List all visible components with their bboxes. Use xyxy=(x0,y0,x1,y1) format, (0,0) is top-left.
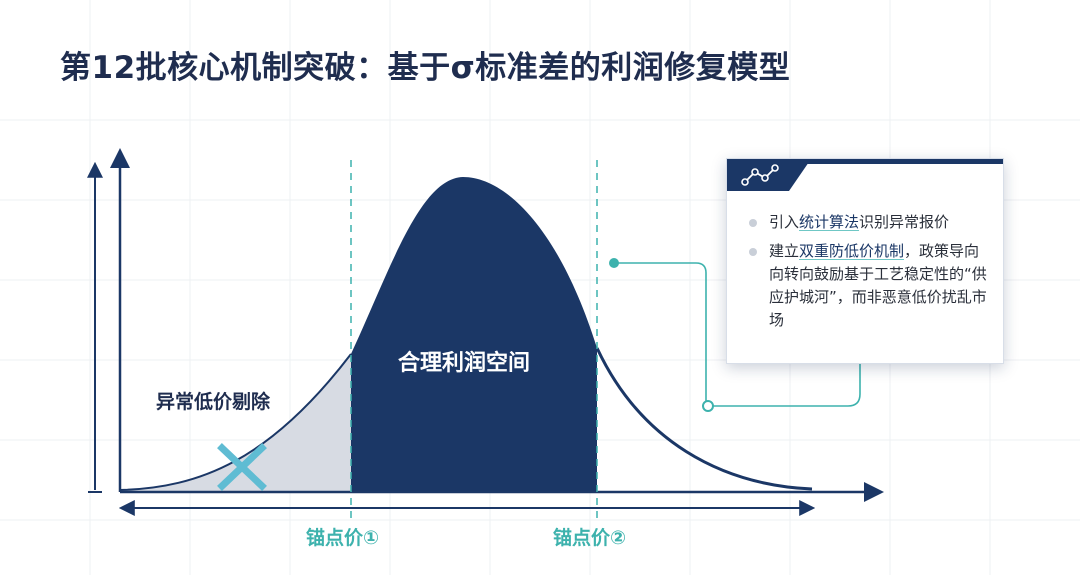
reject-x-mark xyxy=(217,443,267,491)
callout-body: 引入统计算法识别异常报价 建立双重防低价机制，政策导向向转向鼓励基于工艺稳定性的… xyxy=(749,211,991,338)
distribution-curve-right xyxy=(595,347,813,491)
rejected-tail-area xyxy=(120,354,351,492)
connector-dot-start xyxy=(609,258,619,268)
callout-connector xyxy=(614,262,861,407)
connector-dot-end xyxy=(702,400,714,412)
callout-box: 引入统计算法识别异常报价 建立双重防低价机制，政策导向向转向鼓励基于工艺稳定性的… xyxy=(726,158,1004,364)
anchor-2-label: 锚点价② xyxy=(553,527,627,549)
callout-item: 建立双重防低价机制，政策导向向转向鼓励基于工艺稳定性的“供应护城河”，而非恶意低… xyxy=(749,240,991,332)
callout-header-tab xyxy=(727,159,811,191)
bullet-dot xyxy=(749,248,757,256)
reasonable-profit-area xyxy=(351,177,597,492)
callout-top-strip xyxy=(727,159,1003,164)
central-region-label: 合理利润空间 xyxy=(398,351,531,376)
highlight-text: 统计算法 xyxy=(799,213,860,231)
page-title: 第12批核心机制突破：基于σ标准差的利润修复模型 xyxy=(60,50,791,86)
anchor-1-label: 锚点价① xyxy=(306,527,380,549)
highlight-text: 双重防低价机制 xyxy=(799,242,905,260)
reject-region-label: 异常低价剔除 xyxy=(156,391,271,413)
network-nodes-icon xyxy=(741,164,779,186)
callout-item: 引入统计算法识别异常报价 xyxy=(749,211,991,234)
bullet-dot xyxy=(749,219,757,227)
